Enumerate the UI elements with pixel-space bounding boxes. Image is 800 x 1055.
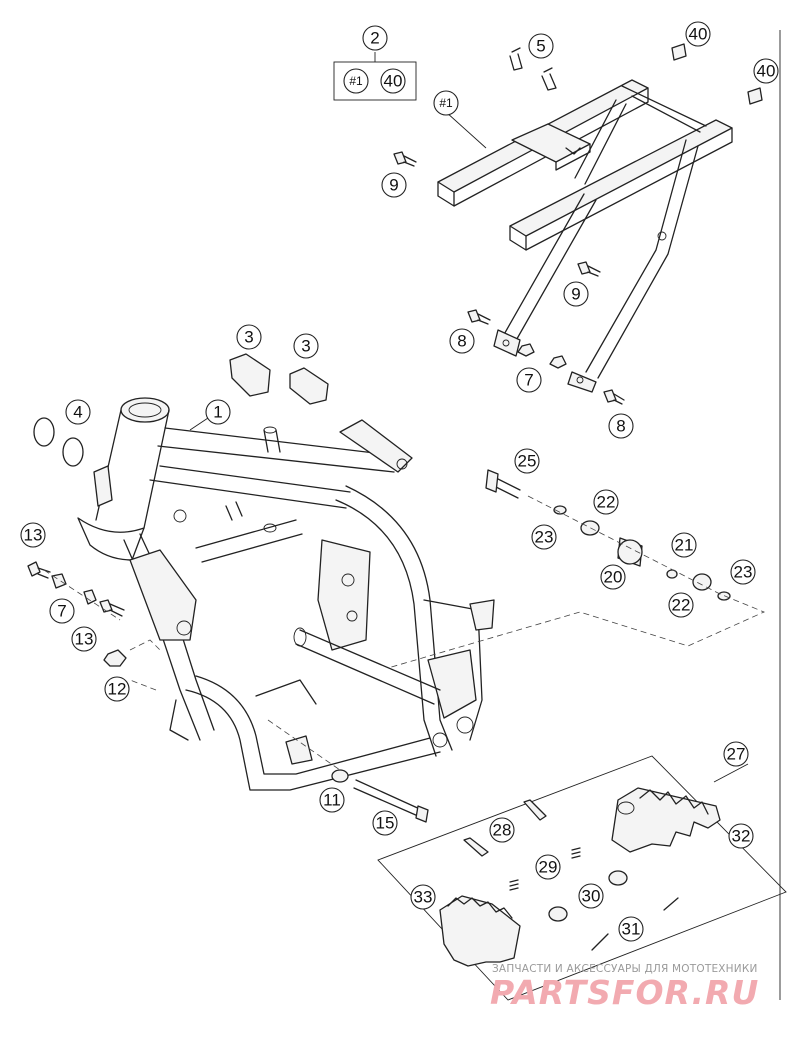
svg-text:7: 7	[524, 371, 533, 390]
callout-7-frame: 7	[49, 598, 75, 624]
callout-27: 27	[723, 741, 749, 767]
svg-text:#1: #1	[349, 74, 363, 88]
callout-40-top: 40	[685, 21, 711, 47]
svg-text:40: 40	[757, 62, 776, 81]
svg-text:21: 21	[675, 536, 694, 555]
svg-text:25: 25	[518, 452, 537, 471]
svg-text:13: 13	[24, 526, 43, 545]
svg-text:3: 3	[244, 328, 253, 347]
svg-text:22: 22	[672, 596, 691, 615]
watermark-logo: PARTSFOR.RU	[490, 973, 759, 1012]
svg-text:27: 27	[727, 745, 746, 764]
svg-text:22: 22	[597, 493, 616, 512]
svg-text:9: 9	[389, 176, 398, 195]
callout-28: 28	[489, 817, 515, 843]
svg-text:30: 30	[582, 887, 601, 906]
leader-lines	[189, 52, 749, 783]
callout-32: 32	[728, 823, 754, 849]
svg-text:15: 15	[376, 814, 395, 833]
svg-text:29: 29	[539, 858, 558, 877]
svg-text:12: 12	[108, 680, 127, 699]
watermark-tagline: ЗАПЧАСТИ И АКСЕССУАРЫ ДЛЯ МОТОТЕХНИКИ	[492, 963, 758, 975]
svg-text:23: 23	[535, 528, 554, 547]
svg-text:3: 3	[301, 337, 310, 356]
callout-22-bottom: 22	[668, 592, 694, 618]
svg-text:23: 23	[734, 563, 753, 582]
svg-text:20: 20	[604, 568, 623, 587]
svg-text:40: 40	[384, 72, 403, 91]
callout-22-top: 22	[593, 489, 619, 515]
svg-text:31: 31	[622, 920, 641, 939]
callout-3-right: 3	[293, 333, 319, 359]
svg-text:#1: #1	[439, 96, 453, 110]
callout-2-sub-40: 40	[380, 68, 406, 94]
callout-31: 31	[618, 916, 644, 942]
callout-3-left: 3	[236, 324, 262, 350]
frame-small-parts	[27, 353, 731, 823]
callout-29: 29	[535, 854, 561, 880]
footrest-kit-drawing	[377, 755, 787, 1001]
svg-text:7: 7	[57, 602, 66, 621]
callout-1: 1	[205, 399, 231, 425]
svg-text:9: 9	[571, 285, 580, 304]
callout-2-sub-1: #1	[343, 68, 369, 94]
svg-text:4: 4	[73, 403, 82, 422]
callout-30: 30	[578, 883, 604, 909]
callout-33: 33	[410, 884, 436, 910]
svg-text:40: 40	[689, 25, 708, 44]
main-frame-drawing	[77, 397, 495, 791]
callout-13-top: 13	[20, 522, 46, 548]
callout-25: 25	[514, 448, 540, 474]
callout-5: 5	[528, 33, 554, 59]
callout-23-left: 23	[531, 524, 557, 550]
callout-2: 2	[362, 25, 388, 51]
callout-21: 21	[671, 532, 697, 558]
svg-text:5: 5	[536, 37, 545, 56]
callout-13-bottom: 13	[71, 626, 97, 652]
svg-text:13: 13	[75, 630, 94, 649]
callout-12: 12	[104, 676, 130, 702]
svg-text:8: 8	[616, 417, 625, 436]
svg-text:2: 2	[370, 29, 379, 48]
callout-9-left: 9	[381, 172, 407, 198]
subframe-drawing	[437, 79, 733, 393]
svg-text:32: 32	[732, 827, 751, 846]
callout-4: 4	[65, 399, 91, 425]
callout-11: 11	[319, 787, 345, 813]
svg-text:28: 28	[493, 821, 512, 840]
svg-text:8: 8	[457, 332, 466, 351]
callout-15: 15	[372, 810, 398, 836]
svg-text:11: 11	[323, 791, 341, 810]
subframe-fasteners	[393, 43, 763, 405]
callout-9-right: 9	[563, 281, 589, 307]
callout-20: 20	[600, 564, 626, 590]
callout-7-subframe: 7	[516, 367, 542, 393]
callout-40-right: 40	[753, 58, 779, 84]
callout-23-right: 23	[730, 559, 756, 585]
kit-contents-box	[333, 61, 417, 101]
callout-subframe: #1	[433, 90, 459, 116]
svg-text:33: 33	[414, 888, 433, 907]
dashed-leaders	[43, 495, 766, 771]
callout-8-top: 8	[449, 328, 475, 354]
callout-8-bottom: 8	[608, 413, 634, 439]
svg-text:1: 1	[213, 403, 222, 422]
